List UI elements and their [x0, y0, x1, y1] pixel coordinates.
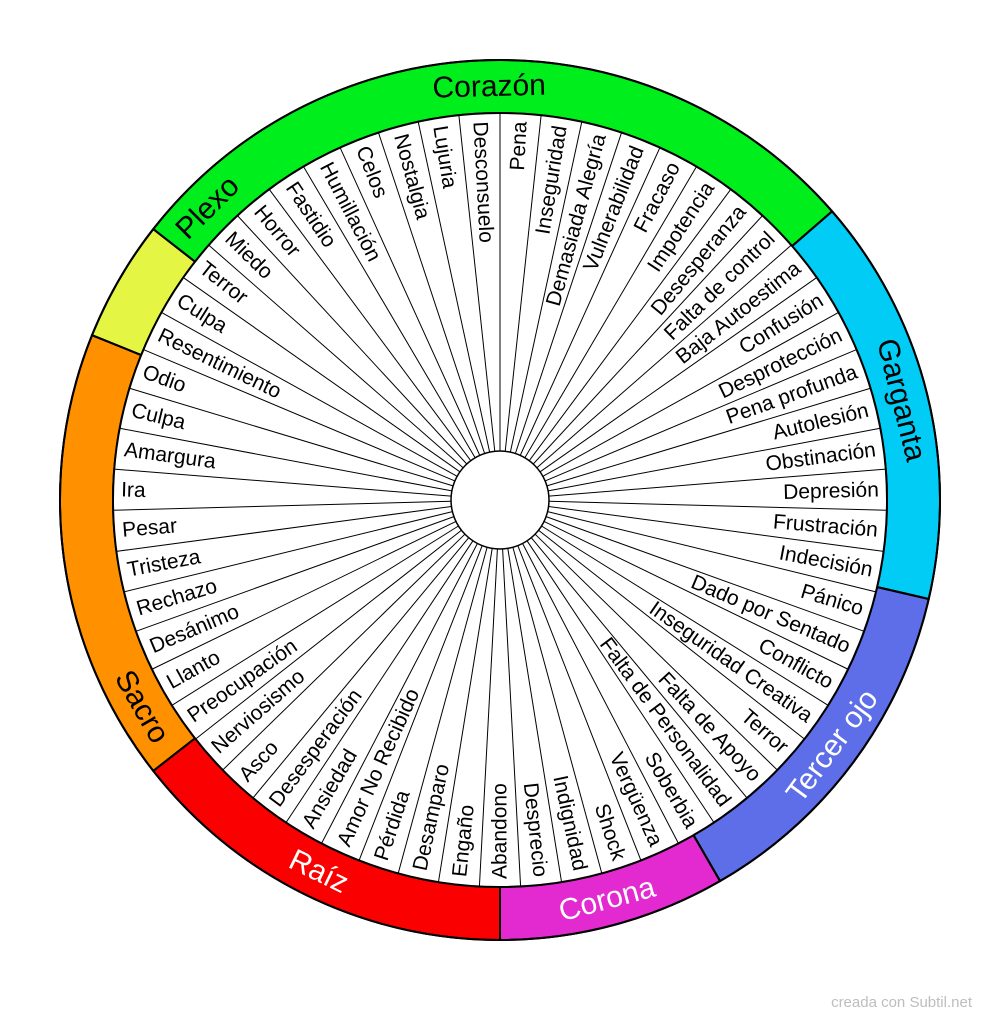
spokes: [113, 113, 887, 887]
chakra-label-0: Corazón: [432, 69, 546, 105]
emotion-label: Depresión: [783, 478, 879, 504]
credit-footer: creada con Subtil.net: [831, 994, 972, 1011]
emotion-label: Ira: [121, 478, 146, 502]
emotion-label: Pena: [506, 121, 532, 172]
emotion-label: Abandono: [489, 783, 512, 879]
emotion-label: Pesar: [121, 514, 178, 541]
